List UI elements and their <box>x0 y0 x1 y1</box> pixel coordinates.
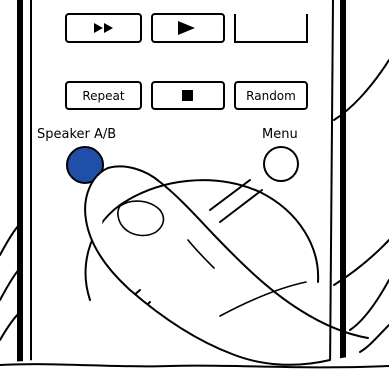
random-label: Random <box>246 89 296 103</box>
random-button[interactable]: Random <box>235 82 307 109</box>
repeat-button[interactable]: Repeat <box>66 82 141 109</box>
play-button[interactable] <box>152 14 224 42</box>
menu-button[interactable] <box>264 147 298 181</box>
repeat-label: Repeat <box>82 89 125 103</box>
menu-label: Menu <box>262 127 298 142</box>
stop-icon <box>182 90 193 101</box>
speaker-ab-label: Speaker A/B <box>37 127 116 142</box>
stop-button[interactable] <box>152 82 224 109</box>
remote-body <box>20 0 343 371</box>
top-right-button[interactable] <box>235 14 307 42</box>
rewind-button[interactable] <box>66 14 141 42</box>
